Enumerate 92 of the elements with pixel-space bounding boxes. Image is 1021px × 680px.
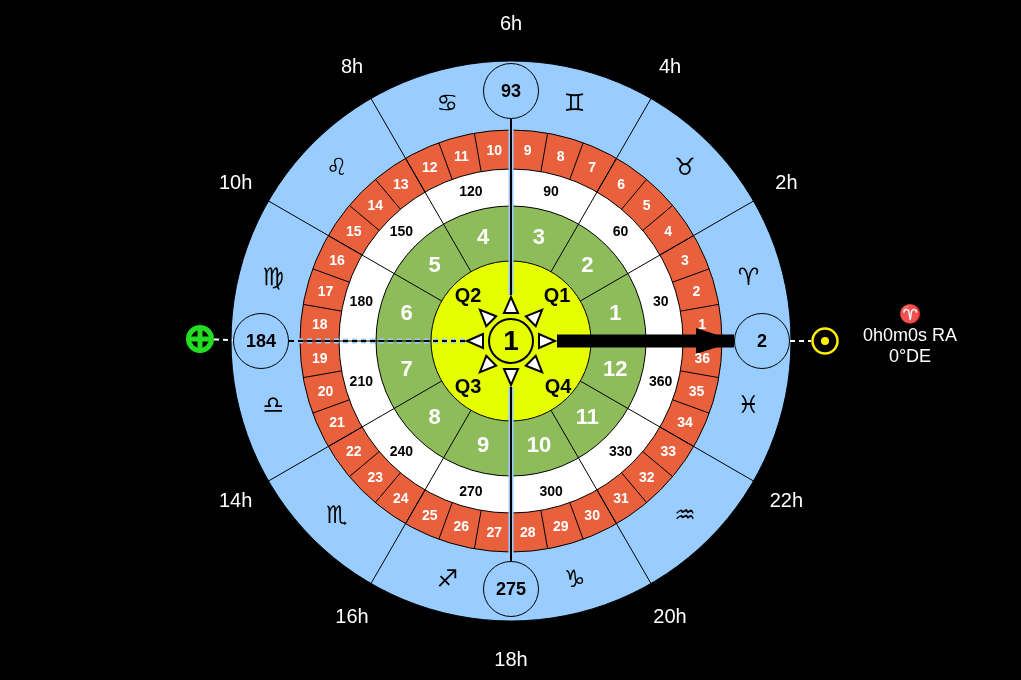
degree-label: 210 <box>349 374 373 389</box>
day-number: 21 <box>329 415 345 430</box>
zodiac-sign: ♏ <box>326 502 348 527</box>
month-number: 4 <box>476 225 490 248</box>
connector-line <box>789 340 812 342</box>
zodiac-sign: ♓ <box>737 392 760 417</box>
degree-label: 300 <box>539 483 563 498</box>
day-number: 14 <box>367 198 383 213</box>
day-number: 19 <box>311 350 328 365</box>
day-number: 27 <box>486 525 503 540</box>
day-number: 9 <box>523 142 532 157</box>
hour-label: 4h <box>658 55 682 76</box>
connector-line <box>288 338 466 344</box>
zodiac-sign: ♒ <box>674 502 696 527</box>
day-number: 22 <box>345 444 362 459</box>
day-number: 33 <box>660 444 677 459</box>
zodiac-sign: ♊ <box>563 91 586 116</box>
day-number: 30 <box>584 508 600 522</box>
zodiac-sign: ♍ <box>262 265 285 290</box>
degree-label: 60 <box>612 224 629 239</box>
connector-line <box>508 386 514 562</box>
month-number: 9 <box>476 434 490 457</box>
month-number: 10 <box>526 434 552 457</box>
day-number: 17 <box>317 284 334 299</box>
hour-label: 18h <box>494 649 528 669</box>
day-number: 11 <box>453 148 469 163</box>
day-number: 4 <box>664 223 673 238</box>
hour-label: 14h <box>218 490 253 510</box>
sun-symbol-icon <box>811 327 839 355</box>
day-number: 28 <box>519 525 536 540</box>
degree-label: 270 <box>459 483 483 498</box>
degree-label: 240 <box>389 443 414 458</box>
month-number: 7 <box>400 357 413 380</box>
zodiac-sign: ♐ <box>436 566 459 591</box>
day-number: 24 <box>393 491 409 506</box>
month-number: 2 <box>581 253 594 276</box>
degree-label: 360 <box>649 374 673 389</box>
day-number: 34 <box>677 415 693 430</box>
degree-label: 180 <box>349 293 373 308</box>
day-number: 3 <box>681 252 689 267</box>
day-number: 2 <box>692 284 701 299</box>
day-number: 16 <box>329 252 345 267</box>
day-number: 26 <box>453 519 470 534</box>
day-number: 36 <box>694 350 711 365</box>
earth-symbol-icon <box>186 325 214 353</box>
hour-label: 2h <box>775 172 798 192</box>
day-number: 8 <box>556 148 565 163</box>
day-number: 5 <box>642 198 651 213</box>
day-number: 15 <box>345 223 362 238</box>
zodiac-sign: ♌ <box>326 155 348 180</box>
degree-label: 120 <box>459 184 483 199</box>
day-number: 13 <box>393 176 409 191</box>
day-number: 31 <box>613 491 629 506</box>
zodiac-sign: ♈ <box>737 265 760 290</box>
zodiac-sign: ♉ <box>674 155 696 180</box>
hour-label: 10h <box>218 172 253 192</box>
connector-line <box>508 118 514 296</box>
hour-label: 16h <box>335 606 369 627</box>
coordinate-text: 0h0m0s RA <box>863 326 957 346</box>
day-number: 32 <box>638 469 655 484</box>
hour-label: 22h <box>769 490 804 510</box>
day-number: 23 <box>367 469 383 484</box>
day-number: 12 <box>422 160 438 174</box>
day-number: 1 <box>698 317 707 332</box>
degree-label: 150 <box>389 224 414 239</box>
day-number: 35 <box>688 383 705 398</box>
degree-label: 90 <box>543 184 559 199</box>
day-number: 7 <box>588 160 597 174</box>
zodiac-sign: ♈ <box>899 305 921 325</box>
day-number: 6 <box>617 176 625 191</box>
hour-label: 6h <box>499 13 523 33</box>
zodiac-sign: ♎ <box>262 392 285 417</box>
zodiac-sign: ♋ <box>436 91 459 116</box>
degree-label: 330 <box>608 443 633 458</box>
hour-label: 20h <box>653 606 687 627</box>
month-number: 6 <box>400 302 413 325</box>
day-number: 10 <box>486 142 503 157</box>
month-number: 8 <box>428 406 441 429</box>
day-number: 25 <box>422 508 438 522</box>
hour-label: 8h <box>340 55 364 76</box>
coordinate-text: 0°DE <box>888 347 932 367</box>
day-number: 29 <box>552 519 569 534</box>
day-number: 20 <box>317 383 334 398</box>
month-number: 1 <box>609 302 622 325</box>
degree-label: 30 <box>652 293 669 308</box>
day-number: 18 <box>311 317 328 332</box>
connector-line <box>557 328 736 354</box>
month-number: 3 <box>532 225 546 248</box>
month-number: 12 <box>603 357 628 380</box>
month-number: 11 <box>575 406 599 429</box>
month-number: 5 <box>428 253 441 276</box>
zodiac-sign: ♑ <box>563 566 586 591</box>
